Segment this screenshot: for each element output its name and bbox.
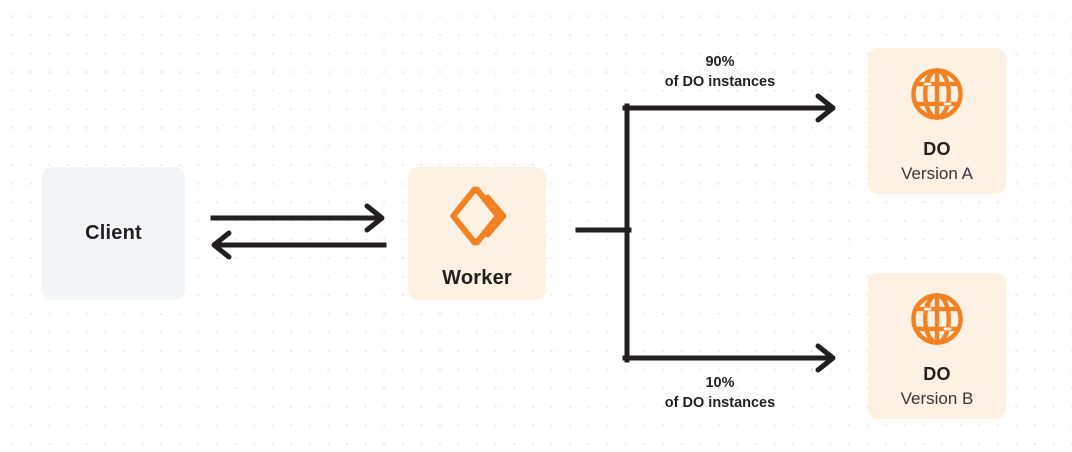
do-b-subtitle: Version B (900, 388, 974, 408)
globe-icon (906, 63, 968, 125)
edge-worker-split-bus (575, 103, 632, 363)
edge-worker-to-client (211, 230, 387, 260)
edge-to-do-b (622, 343, 836, 373)
node-do-version-a[interactable]: DO Version A (868, 48, 1006, 194)
node-client[interactable]: Client (42, 167, 185, 300)
edge-label-do-b-percent: 10% (705, 375, 735, 391)
cloudflare-workers-icon (443, 183, 511, 249)
node-worker[interactable]: Worker (408, 167, 546, 300)
do-a-subtitle: Version A (901, 163, 973, 183)
edge-label-do-b: 10% of DO instances (625, 373, 815, 413)
do-a-title: DO (923, 138, 951, 159)
edge-label-do-a: 90% of DO instances (625, 52, 815, 92)
client-label: Client (85, 222, 142, 244)
worker-label: Worker (442, 267, 512, 289)
globe-icon (906, 288, 968, 350)
edge-label-do-b-subtext: of DO instances (664, 395, 776, 411)
edge-client-to-worker (210, 203, 385, 233)
node-do-version-b[interactable]: DO Version B (868, 273, 1006, 419)
edge-to-do-a (622, 93, 836, 123)
do-b-title: DO (923, 363, 951, 384)
edge-label-do-a-percent: 90% (705, 54, 735, 70)
edge-label-do-a-subtext: of DO instances (664, 74, 776, 90)
